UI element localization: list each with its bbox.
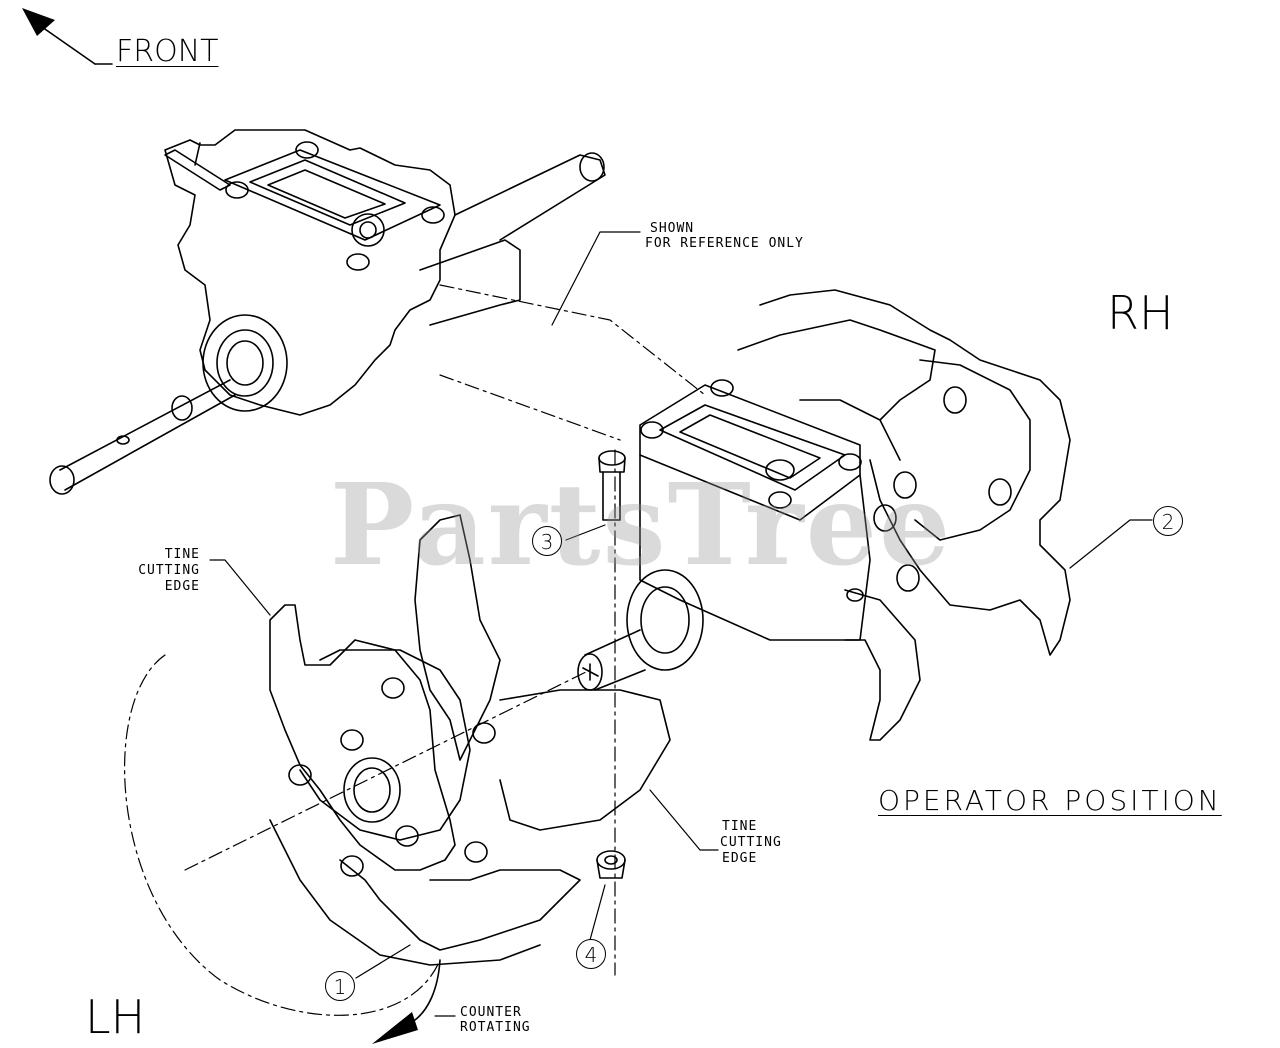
shown-reference-label-line2: FOR REFERENCE ONLY [645,236,804,251]
left-tine-assembly [269,514,671,966]
operator-position-label: OPERATOR POSITION [878,784,1222,817]
callout-3: 3 [532,526,562,556]
lh-label: LH [85,990,146,1044]
front-label: FRONT [116,34,219,69]
callout-1: 1 [325,971,355,1001]
tine-cutting-edge-left-line1: TINE [164,547,200,562]
counter-rotating-arrow-icon [372,959,441,1044]
tine-cutting-edge-right-line3: EDGE [722,851,758,866]
callout-2: 2 [1153,506,1183,536]
nut-part [596,850,626,879]
callout-4: 4 [576,939,606,969]
reference-transmission [49,129,606,495]
leader-lines [209,231,1153,1017]
bolt-part [598,450,626,521]
tine-cutting-edge-left-line2: CUTTING [138,563,200,578]
shown-reference-label-line1: SHOWN [650,221,695,236]
right-tine-assembly [577,289,1071,741]
counter-rotating-line1: COUNTER [460,1005,522,1020]
watermark-text: PartsTree [330,460,953,591]
center-lines [124,284,706,1016]
tine-cutting-edge-right-line2: CUTTING [720,835,782,850]
tine-cutting-edge-right-line1: TINE [722,819,758,834]
front-arrow-icon [22,8,113,65]
tine-cutting-edge-left-line3: EDGE [164,579,200,594]
rh-label: RH [1107,286,1174,340]
counter-rotating-line2: ROTATING [460,1020,531,1035]
